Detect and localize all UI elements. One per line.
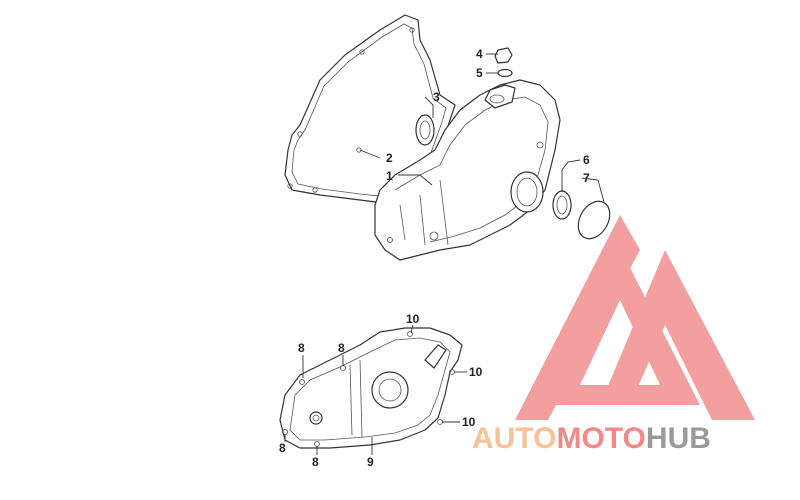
callout-5: 5 (476, 66, 483, 80)
bearing-part (415, 114, 435, 146)
callout-1: 1 (386, 169, 393, 183)
callout-10-b: 10 (469, 365, 483, 379)
engine-cover-lower-part (279, 327, 463, 449)
callout-8-d: 8 (312, 455, 319, 469)
watermark-hub: HUB (646, 422, 711, 455)
callout-8-b: 8 (338, 341, 345, 355)
callout-4: 4 (476, 47, 483, 61)
callout-8-a: 8 (298, 341, 305, 355)
seal-part (552, 190, 572, 220)
callout-3: 3 (433, 90, 440, 104)
leader-lines (284, 53, 605, 455)
callout-9: 9 (367, 455, 374, 469)
washer-part (497, 68, 513, 78)
callout-7: 7 (583, 171, 590, 185)
watermark-text: AUTOMOTOHUB (472, 422, 711, 455)
gasket-part (284, 14, 456, 206)
plug-part (494, 47, 513, 64)
watermark-logo-icon (515, 215, 755, 420)
callout-10-c: 10 (462, 415, 476, 429)
callout-10-a: 10 (406, 312, 420, 326)
watermark-auto: AUTO (472, 422, 556, 455)
callout-6: 6 (583, 153, 590, 167)
engine-cover-upper-part (374, 79, 561, 261)
watermark-moto: MOTO (556, 422, 645, 455)
callout-8-c: 8 (279, 441, 286, 455)
callout-2: 2 (386, 151, 393, 165)
cap-part (577, 200, 611, 240)
